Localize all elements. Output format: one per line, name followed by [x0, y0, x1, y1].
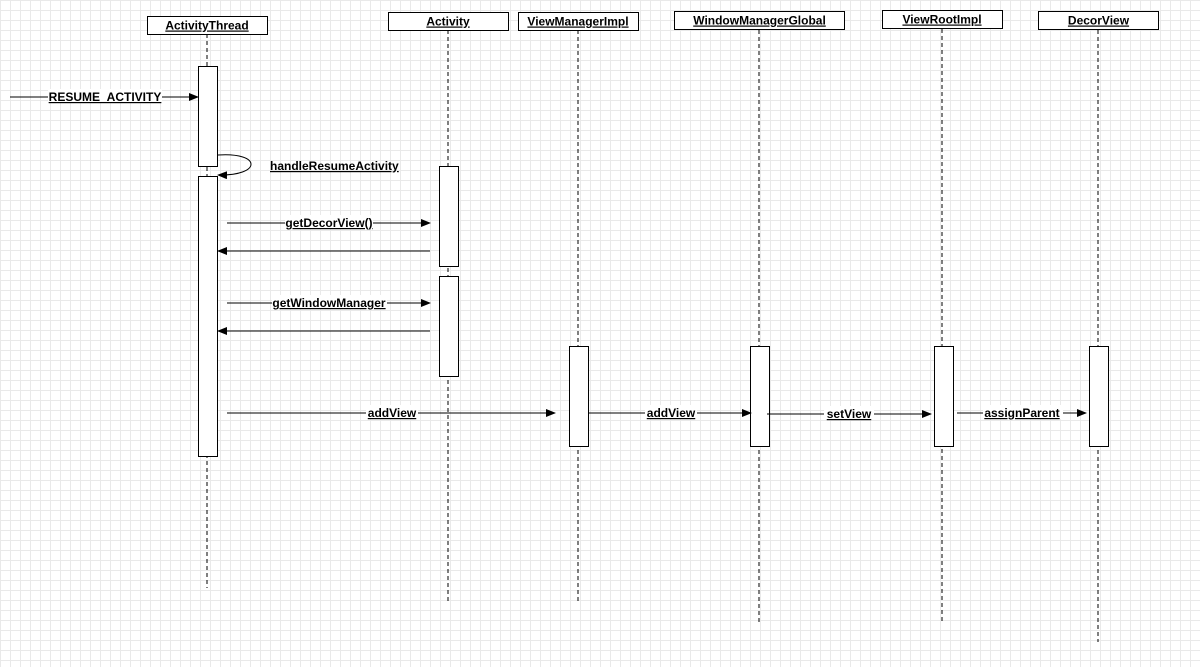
message-set-view: setView — [767, 406, 932, 421]
message-get-decor-view: getDecorView() — [227, 215, 431, 230]
activation-viewmanagerimpl — [569, 346, 589, 447]
message-resume-activity: RESUME_ACTIVITY — [10, 89, 199, 104]
message-handle-resume-activity: handleResumeActivity — [217, 154, 399, 180]
participant-viewmanagerimpl: ViewManagerImpl — [518, 12, 639, 31]
participant-decorview-label: DecorView — [1068, 14, 1130, 28]
message-get-window-manager: getWindowManager — [227, 295, 431, 310]
message-add-view-1-label: addView — [368, 406, 417, 420]
message-get-window-manager-label: getWindowManager — [272, 296, 386, 310]
activation-activitythread-2 — [198, 176, 218, 457]
participant-windowmanagerglobal: WindowManagerGlobal — [674, 11, 845, 30]
activation-viewrootimpl — [934, 346, 954, 447]
message-handle-resume-activity-label: handleResumeActivity — [270, 159, 399, 173]
activation-activity-1 — [439, 166, 459, 267]
participant-activitythread-label: ActivityThread — [165, 19, 248, 33]
message-add-view-2-label: addView — [647, 406, 696, 420]
message-add-view-1: addView — [227, 405, 556, 420]
message-assign-parent-label: assignParent — [984, 406, 1059, 420]
message-get-decor-view-label: getDecorView() — [285, 216, 372, 230]
participant-viewrootimpl-label: ViewRootImpl — [902, 13, 981, 27]
activation-windowmanagerglobal — [750, 346, 770, 447]
participant-activity-label: Activity — [426, 15, 470, 29]
message-handle-resume-activity-arrow — [217, 154, 252, 180]
participant-windowmanagerglobal-label: WindowManagerGlobal — [693, 14, 826, 28]
message-resume-activity-label: RESUME_ACTIVITY — [49, 90, 162, 104]
activation-activitythread-1 — [198, 66, 218, 167]
message-add-view-2: addView — [589, 405, 752, 420]
message-set-view-label: setView — [827, 407, 872, 421]
activation-activity-2 — [439, 276, 459, 377]
participant-viewrootimpl: ViewRootImpl — [882, 10, 1003, 29]
participant-activity: Activity — [388, 12, 509, 31]
participant-decorview: DecorView — [1038, 11, 1159, 30]
message-assign-parent: assignParent — [957, 405, 1087, 420]
participant-viewmanagerimpl-label: ViewManagerImpl — [527, 15, 628, 29]
activation-decorview — [1089, 346, 1109, 447]
participant-activitythread: ActivityThread — [147, 16, 268, 35]
